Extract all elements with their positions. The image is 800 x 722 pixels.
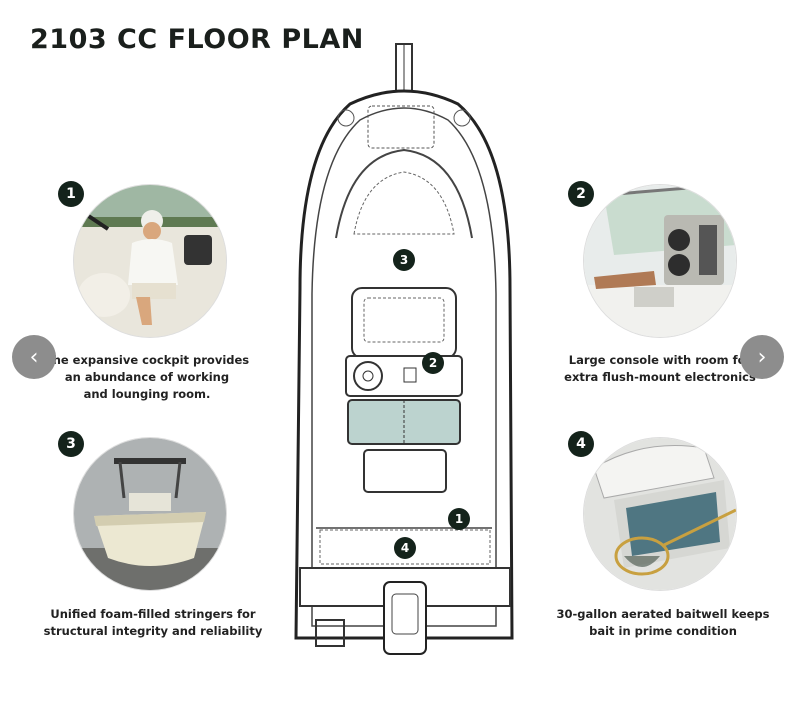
feature-1-photo	[74, 185, 226, 337]
chevron-right-icon: ›	[757, 344, 767, 370]
plan-marker-4: 4	[394, 537, 416, 559]
caption-line: Unified foam-filled stringers for	[50, 607, 256, 621]
feature-1-caption: The expansive cockpit provides an abunda…	[32, 352, 262, 403]
plan-marker-1: 1	[448, 508, 470, 530]
caption-line: The expansive cockpit provides	[44, 353, 250, 367]
previous-slide-button[interactable]: ‹	[12, 335, 56, 379]
caption-line: 30-gallon aerated baitwell keeps	[556, 607, 770, 621]
feature-3-photo	[74, 438, 226, 590]
next-slide-button[interactable]: ›	[740, 335, 784, 379]
caption-line: extra flush-mount electronics	[564, 370, 756, 384]
page-title: 2103 CC FLOOR PLAN	[30, 24, 364, 55]
feature-4-badge: 4	[568, 431, 594, 457]
caption-line: bait in prime condition	[589, 624, 737, 638]
feature-4-caption: 30-gallon aerated baitwell keeps bait in…	[548, 606, 778, 640]
caption-line: structural integrity and reliability	[43, 624, 263, 638]
feature-4-photo	[584, 438, 736, 590]
caption-line: an abundance of working	[64, 370, 230, 384]
plan-marker-3: 3	[393, 249, 415, 271]
feature-2-photo	[584, 185, 736, 337]
hull-outline-drawing	[294, 43, 514, 655]
chevron-left-icon: ‹	[29, 344, 39, 370]
feature-2-caption: Large console with room for extra flush-…	[545, 352, 775, 386]
feature-1-badge: 1	[58, 181, 84, 207]
feature-3-badge: 3	[58, 431, 84, 457]
feature-2-badge: 2	[568, 181, 594, 207]
feature-3-caption: Unified foam-filled stringers for struct…	[38, 606, 268, 640]
caption-line: Large console with room for	[568, 353, 752, 367]
plan-marker-2: 2	[422, 352, 444, 374]
caption-line: and lounging room.	[83, 387, 211, 401]
boat-floor-plan: 3 2 1 4	[280, 38, 530, 668]
